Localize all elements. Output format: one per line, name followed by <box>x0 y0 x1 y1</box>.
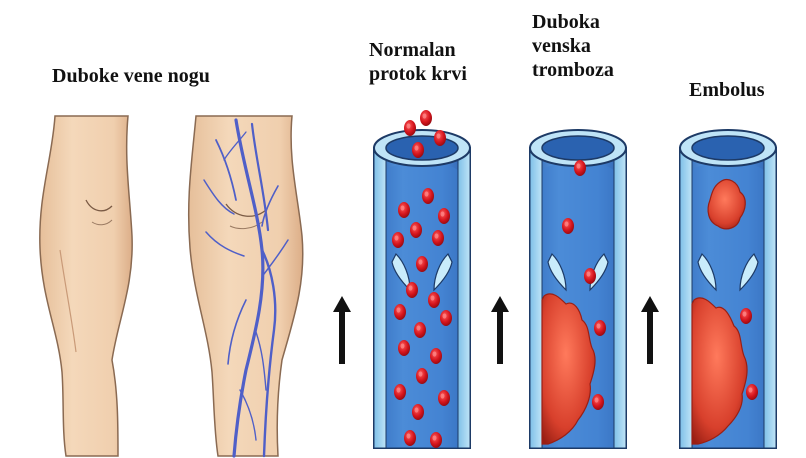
up-arrow-icon <box>641 296 659 364</box>
legs-illustration <box>40 116 303 456</box>
left-leg <box>40 116 132 456</box>
label-deep-leg-veins: Duboke vene nogu <box>52 64 210 88</box>
label-normal-blood-flow: Normalan protok krvi <box>369 38 467 86</box>
up-arrow-icon <box>333 296 351 364</box>
vessel-dvt <box>530 130 626 448</box>
label-deep-vein-thrombosis: Duboka venska tromboza <box>532 10 614 82</box>
vessel-normal-flow <box>374 110 470 448</box>
vessel-embolus <box>680 130 776 448</box>
label-embolus: Embolus <box>689 78 765 102</box>
up-arrow-icon <box>491 296 509 364</box>
